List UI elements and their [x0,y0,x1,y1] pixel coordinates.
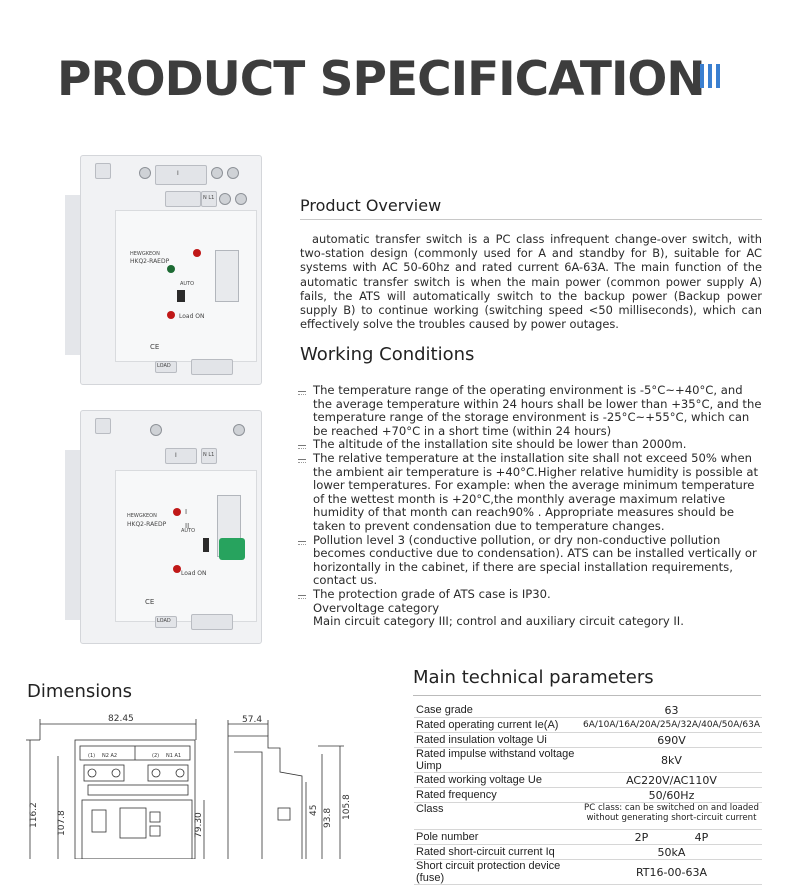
indicator-label-1: I [185,508,188,516]
param-name: Pole number [414,829,581,845]
device-brand-bottom: HEWGKEON [127,513,157,519]
table-row: Rated operating current Ie(A)6A/10A/16A/… [414,717,762,733]
front-term-a: N2 A2 [102,753,117,759]
front-view-drawing: 82.45 116.2 107.8 79.30 (1) N2 A2 (2) N1… [26,714,205,859]
device-image-bottom: I N L1 HEWGKEON HKQ2-RAEDP I II AUTO Loa… [55,410,275,645]
front-outer-height-label: 116.2 [29,802,39,828]
param-value: AC220V/AC110V [580,772,762,788]
front-right-height-label: 79.30 [194,812,204,838]
parameters-divider [413,695,761,696]
front-term-d: (2) [152,753,159,759]
top-terminal-out-label: N L1 [203,195,215,201]
param-value: 6A/10A/16A/20A/25A/32A/40A/50A/63A [580,717,762,733]
device-model-bottom: HKQ2-RAEDP [127,521,167,528]
table-row: Short circuit protection device (fuse)RT… [414,859,762,885]
param-name: Rated insulation voltage Ui [414,732,581,748]
ce-mark-bottom: CE [145,598,155,606]
list-item: The altitude of the installation site sh… [298,438,764,452]
top-terminal-label: I [177,170,179,177]
pole-option: 2P [634,830,649,844]
page-title: PRODUCT SPECIFICATION [57,52,706,107]
param-value: 8kV [580,747,762,773]
front-term-b: N1 A1 [166,753,181,759]
list-item: The temperature range of the operating e… [298,383,764,438]
load-label-bottom: LOAD [157,618,171,624]
switch-window [177,290,185,302]
working-conditions-list: The temperature range of the operating e… [298,383,764,629]
param-name: Rated frequency [414,787,581,803]
param-value: 690V [580,732,762,748]
device-model: HKQ2-RAEDP [130,258,170,265]
indicator-4 [173,508,181,516]
param-value: PC class: can be switched on and loaded … [580,802,762,830]
working-conditions-heading: Working Conditions [300,344,475,365]
device-image-top: I N L1 HEWGKEON HKQ2-RAEDP AUTO Load ON … [55,155,275,385]
front-term-c: (1) [88,753,95,759]
indicator-3 [167,311,175,319]
load-on-label-bottom: Load ON [181,570,207,577]
overview-paragraph: automatic transfer switch is a PC class … [300,232,762,332]
list-item: Pollution level 3 (conductive pollution,… [298,533,764,588]
list-item: Overvoltage category [313,600,440,615]
param-name: Short circuit protection device (fuse) [414,859,581,885]
front-width-label: 82.45 [108,714,134,724]
auto-label: AUTO [180,281,195,287]
indicator-label-2: II [185,522,190,530]
param-name: Class [414,802,581,830]
param-name: Rated operating current Ie(A) [414,717,581,733]
param-name: Rated short-circuit current Iq [414,844,581,860]
param-value: 50kA [580,844,762,860]
ce-mark: CE [150,343,160,351]
load-label: LOAD [157,363,171,369]
param-value: 2P 4P [580,829,762,845]
table-row: Pole number 2P 4P [414,829,762,845]
overview-text: automatic transfer switch is a PC class … [300,232,762,331]
param-value: 50/60Hz [580,787,762,803]
list-item: The protection grade of ATS case is IP30… [298,587,764,602]
list-item: Main circuit category III; control and a… [313,614,684,629]
param-name: Case grade [414,703,581,718]
switch-handle [215,250,239,302]
dimensions-heading: Dimensions [27,681,133,702]
load-on-label: Load ON [179,313,205,320]
parameters-heading: Main technical parameters [413,667,654,688]
param-name: Rated working voltage Ue [414,772,581,788]
switch-lever-green [219,538,245,560]
side-width-label: 57.4 [242,715,262,725]
param-name: Rated impulse withstand voltage Uimp [414,747,581,773]
device-brand: HEWGKEON [130,251,160,257]
overview-heading: Product Overview [300,196,442,215]
auto-label-bottom: AUTO [181,528,196,534]
param-value: RT16-00-63A [580,859,762,885]
overview-divider [300,219,762,220]
indicator-5 [173,565,181,573]
side-view-drawing: 57.4 45 93.8 105.8 [227,715,352,859]
side-h2-label: 93.8 [323,808,333,828]
front-inner-height-label: 107.8 [57,810,67,836]
bottom-terminal-out-label: N L1 [203,452,215,458]
indicator-2 [167,265,175,273]
switch-window-bottom [203,538,209,552]
indicator-1 [193,249,201,257]
pole-option: 4P [694,830,709,844]
title-accent-mark [700,64,720,88]
bottom-terminal-label: I [175,452,177,459]
side-h3-label: 105.8 [342,794,352,820]
param-value: 63 [580,703,762,718]
list-item: The relative temperature at the installa… [298,451,764,534]
side-h1-label: 45 [309,805,319,816]
